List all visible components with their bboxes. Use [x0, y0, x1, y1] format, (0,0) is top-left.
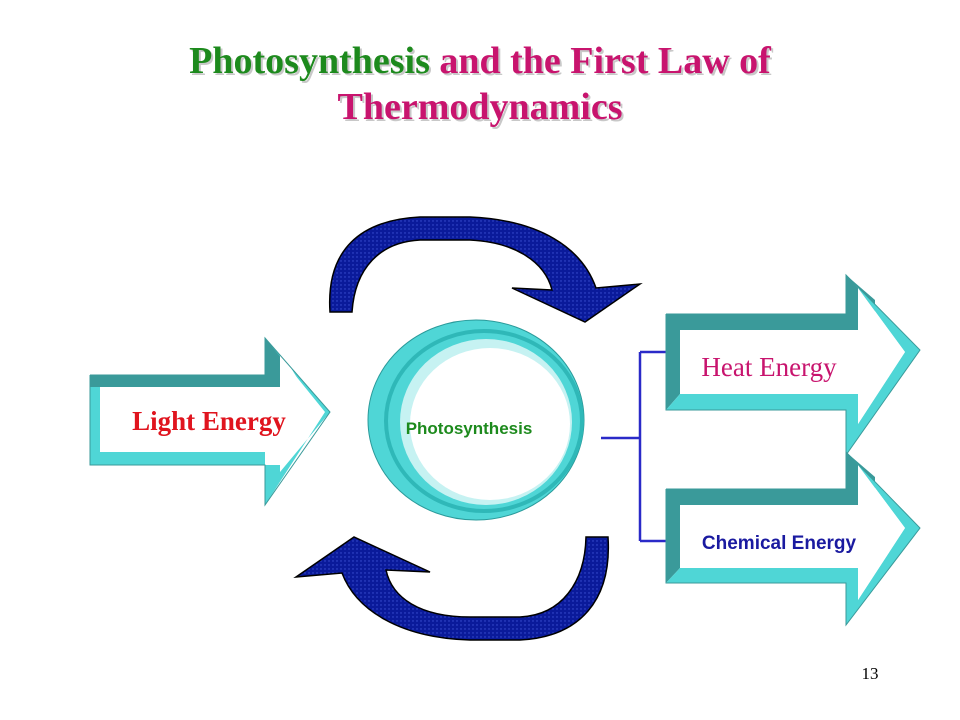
- heat-energy-arrow: [665, 273, 921, 457]
- title-highlight: Photosynthesis: [189, 40, 430, 82]
- light-energy-arrow: [89, 336, 331, 507]
- output-connector: [601, 350, 666, 543]
- title-line2: Thermodynamics: [337, 86, 623, 128]
- chemical-energy-label: Chemical Energy: [702, 533, 857, 554]
- cycle-arrow-top: [328, 216, 643, 323]
- chemical-energy-arrow: [665, 450, 921, 627]
- heat-energy-label: Heat Energy: [701, 352, 837, 382]
- title-rest: and the First Law of: [429, 40, 771, 82]
- photosynthesis-ring: [367, 319, 585, 521]
- center-label: Photosynthesis: [406, 419, 533, 438]
- slide-number: 13: [861, 664, 879, 683]
- light-energy-label: Light Energy: [132, 406, 286, 436]
- slide-title: Photosynthesis and the First Law of Ther…: [0, 38, 960, 130]
- cycle-arrow-bottom: [293, 536, 610, 641]
